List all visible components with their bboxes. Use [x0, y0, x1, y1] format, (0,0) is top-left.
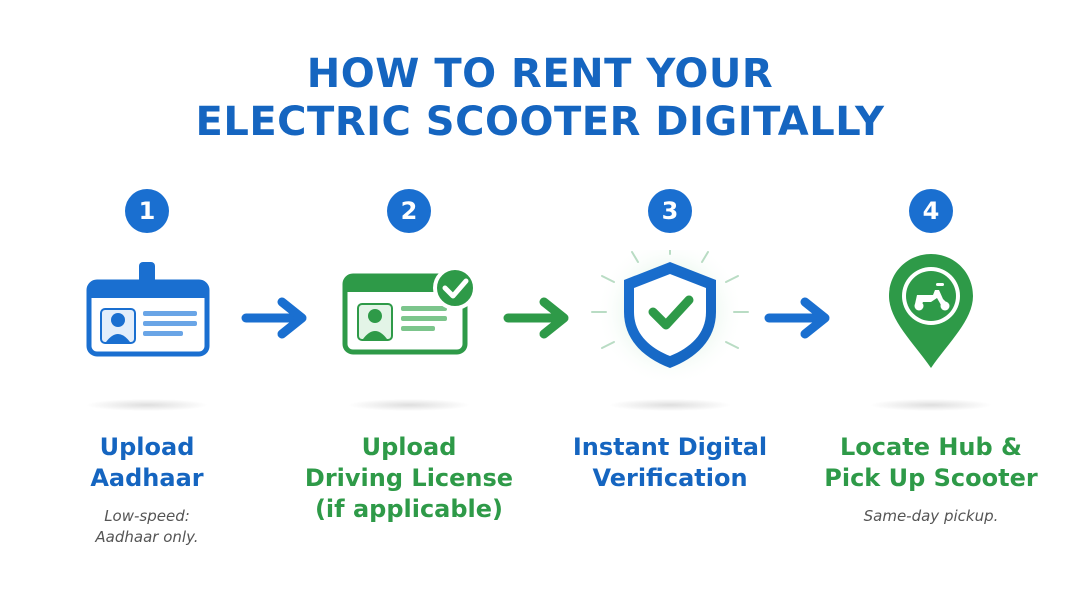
id-card-icon: [86, 262, 210, 357]
step-number-badge: 1: [125, 189, 169, 233]
arrow-right-icon: [503, 297, 569, 339]
step-4: 4 Locate Hub & Pick Up Scooter Same-day …: [801, 0, 1061, 603]
step-note: Same-day pickup.: [863, 507, 999, 525]
shield-check-icon: [591, 238, 749, 386]
step-1: 1 Upload Aadhaar Low-speed: Aadhaar only…: [17, 0, 277, 603]
step-label: Upload Aadhaar: [90, 433, 204, 492]
step-label: Upload Driving License (if applicable): [304, 433, 514, 523]
arrow-right-icon: [241, 297, 307, 339]
icon-shadow: [87, 399, 207, 411]
step-note: Low-speed: Aadhaar only.: [95, 507, 199, 546]
page-title-line-2: ELECTRIC SCOOTER DIGITALLY: [195, 99, 885, 145]
icon-shadow: [871, 399, 991, 411]
arrow-right-icon: [764, 297, 830, 339]
step-number-badge: 3: [648, 189, 692, 233]
step-number-badge: 4: [909, 189, 953, 233]
icon-shadow: [349, 399, 469, 411]
license-check-icon: [342, 266, 477, 355]
step-label: Instant Digital Verification: [572, 433, 768, 492]
step-label: Locate Hub & Pick Up Scooter: [824, 433, 1038, 492]
step-3: 3: [540, 0, 800, 603]
page-title-line-1: HOW TO RENT YOUR: [306, 51, 774, 97]
icon-shadow: [610, 399, 730, 411]
location-scooter-icon: [889, 254, 973, 368]
step-number-badge: 2: [387, 189, 431, 233]
step-2: 2 Upload Driving License (if applicable): [279, 0, 539, 603]
